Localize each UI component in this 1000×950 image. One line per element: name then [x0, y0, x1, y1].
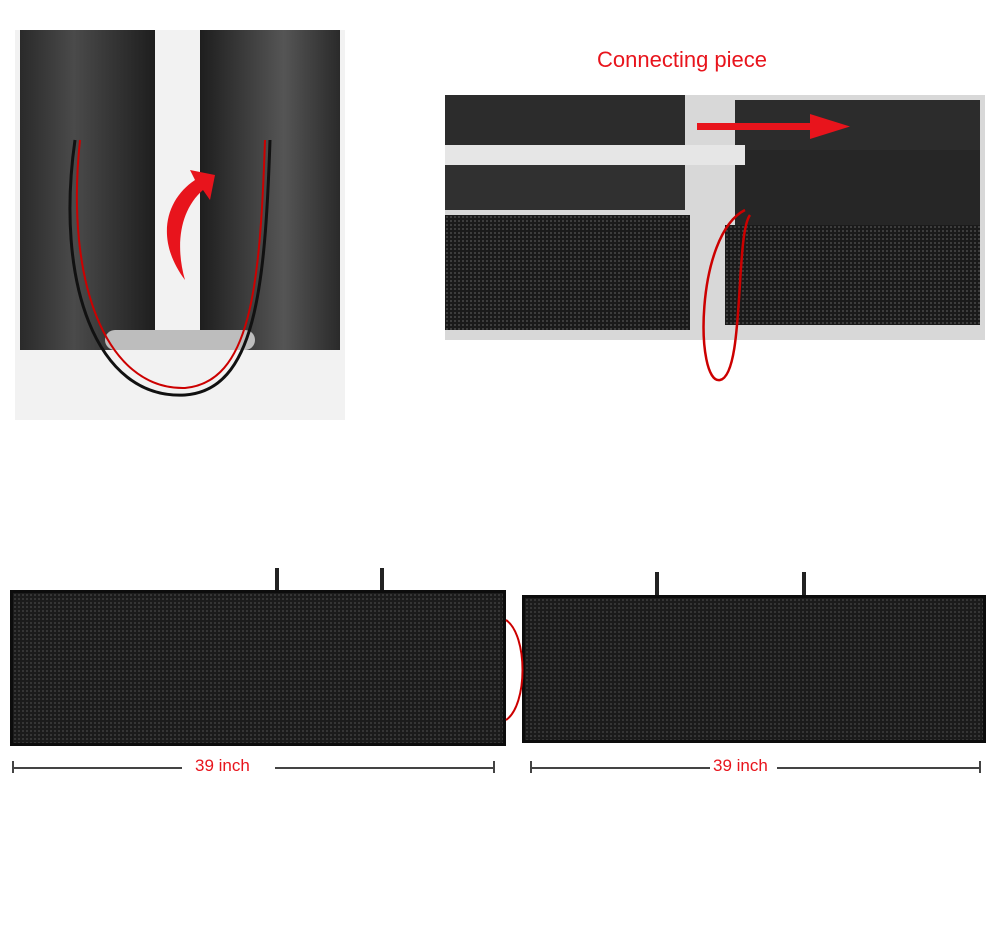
led-panel-right	[522, 595, 986, 743]
bracket	[275, 568, 279, 592]
measure-line	[530, 767, 710, 769]
led-panel-left	[10, 590, 506, 746]
right-width-label: 39 inch	[713, 756, 768, 775]
bracket	[655, 572, 659, 596]
bracket	[802, 572, 806, 596]
right-arrow-icon	[697, 114, 850, 139]
left-cabinet	[20, 30, 155, 350]
connecting-bar	[445, 145, 745, 165]
connecting-piece-photo	[445, 95, 985, 382]
measure-line	[12, 767, 182, 769]
measure-line	[777, 767, 980, 769]
connecting-piece-label: Connecting piece	[597, 47, 768, 72]
bracket	[380, 568, 384, 592]
right-cabinet	[200, 30, 340, 350]
measure-tick	[979, 761, 981, 773]
red-wire	[702, 208, 752, 382]
left-width-label: 39 inch	[195, 756, 250, 775]
cabinet-open-photo	[15, 30, 345, 420]
measure-line	[275, 767, 493, 769]
red-wire	[505, 619, 524, 721]
red-curved-arrow-icon	[68, 139, 272, 397]
measure-tick	[493, 761, 495, 773]
ribbon-cable	[105, 330, 255, 350]
